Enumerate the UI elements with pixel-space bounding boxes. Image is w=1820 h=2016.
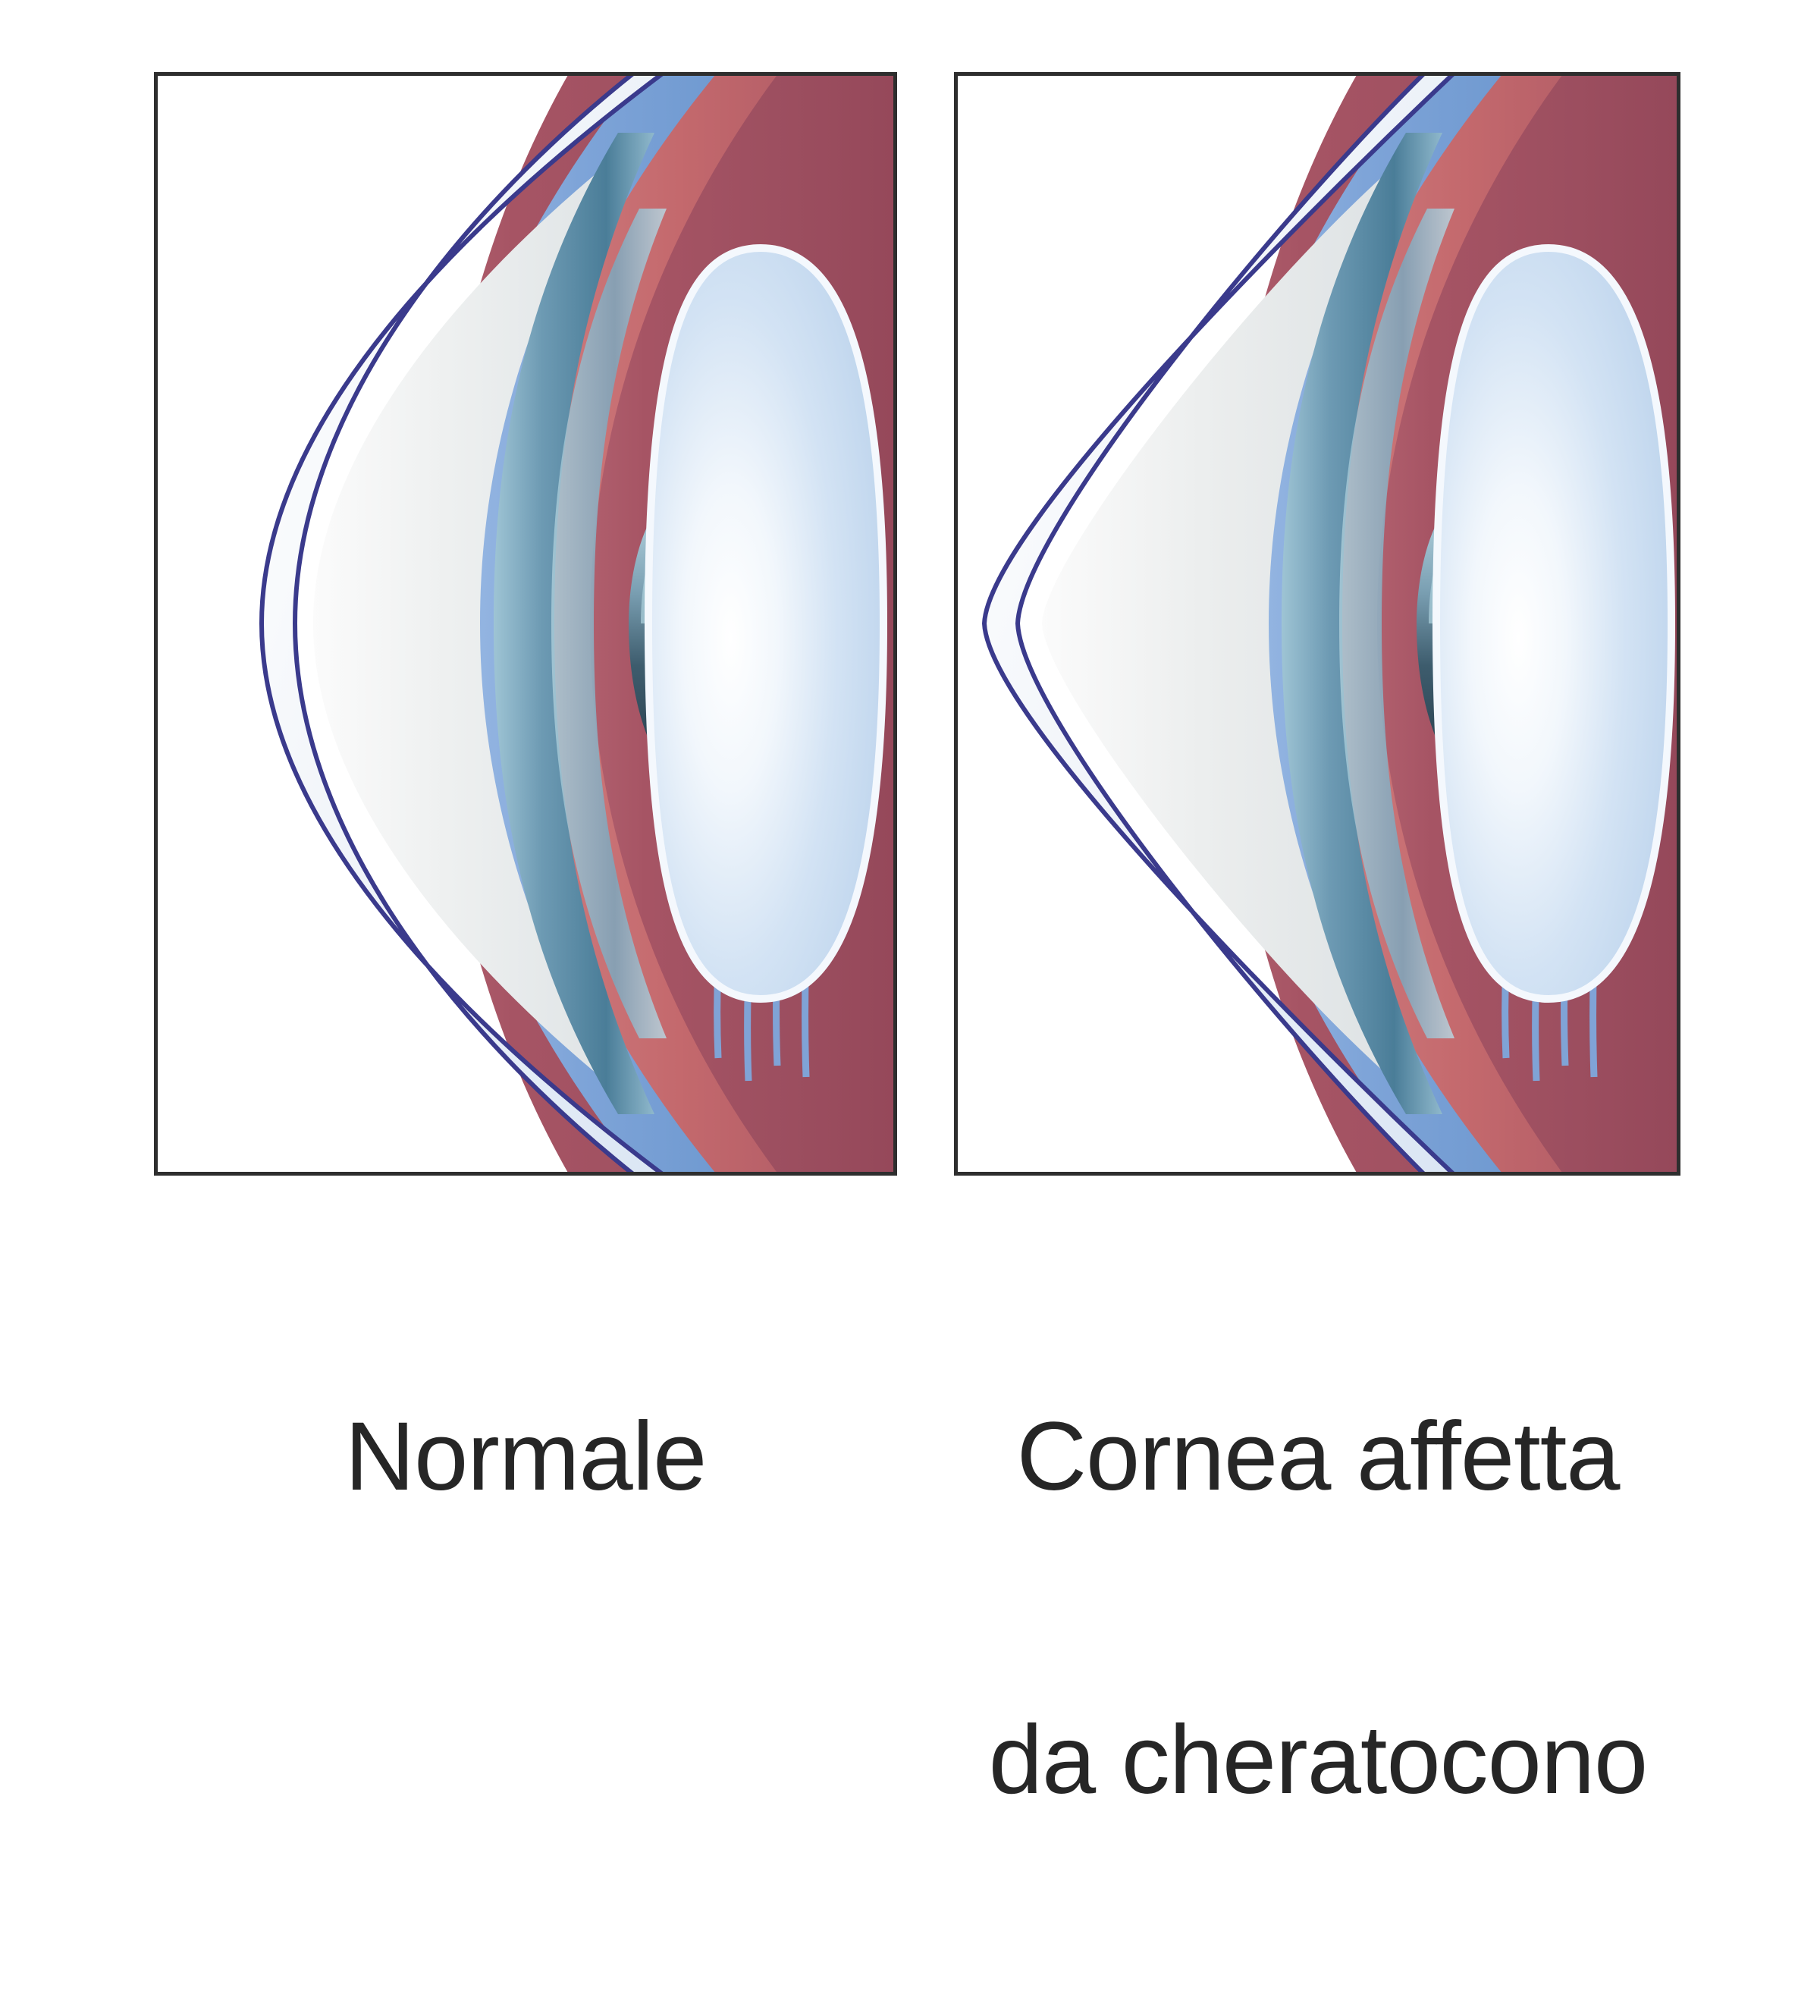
cornea-dome [259, 72, 669, 1176]
lens [644, 243, 888, 1003]
iris-inner-surface [551, 209, 667, 1038]
lens [1432, 243, 1676, 1003]
iris [494, 133, 654, 1114]
panel-normal-eye [154, 72, 897, 1176]
caption-normal: Normale [154, 1204, 897, 1710]
iris [1282, 133, 1442, 1114]
iris-inner-surface [1339, 209, 1454, 1038]
keratoconus-eye-cross-section-illustration [954, 72, 1680, 1176]
normal-eye-cross-section-illustration [154, 72, 897, 1176]
panel-keratoconus-eye [954, 72, 1680, 1176]
cornea-cone [981, 72, 1459, 1176]
caption-keratoconus: Cornea affetta da cheratocono [939, 1204, 1697, 2012]
caption-normal-line-1: Normale [344, 1402, 708, 1512]
anterior-chamber [1042, 163, 1398, 1084]
caption-keratoconus-line-1: Cornea affetta [1016, 1402, 1621, 1512]
caption-keratoconus-line-2: da cheratocono [988, 1705, 1648, 1814]
anterior-chamber [313, 163, 609, 1084]
figure-root: Normale Cornea affetta da cheratocono [154, 72, 1680, 1810]
